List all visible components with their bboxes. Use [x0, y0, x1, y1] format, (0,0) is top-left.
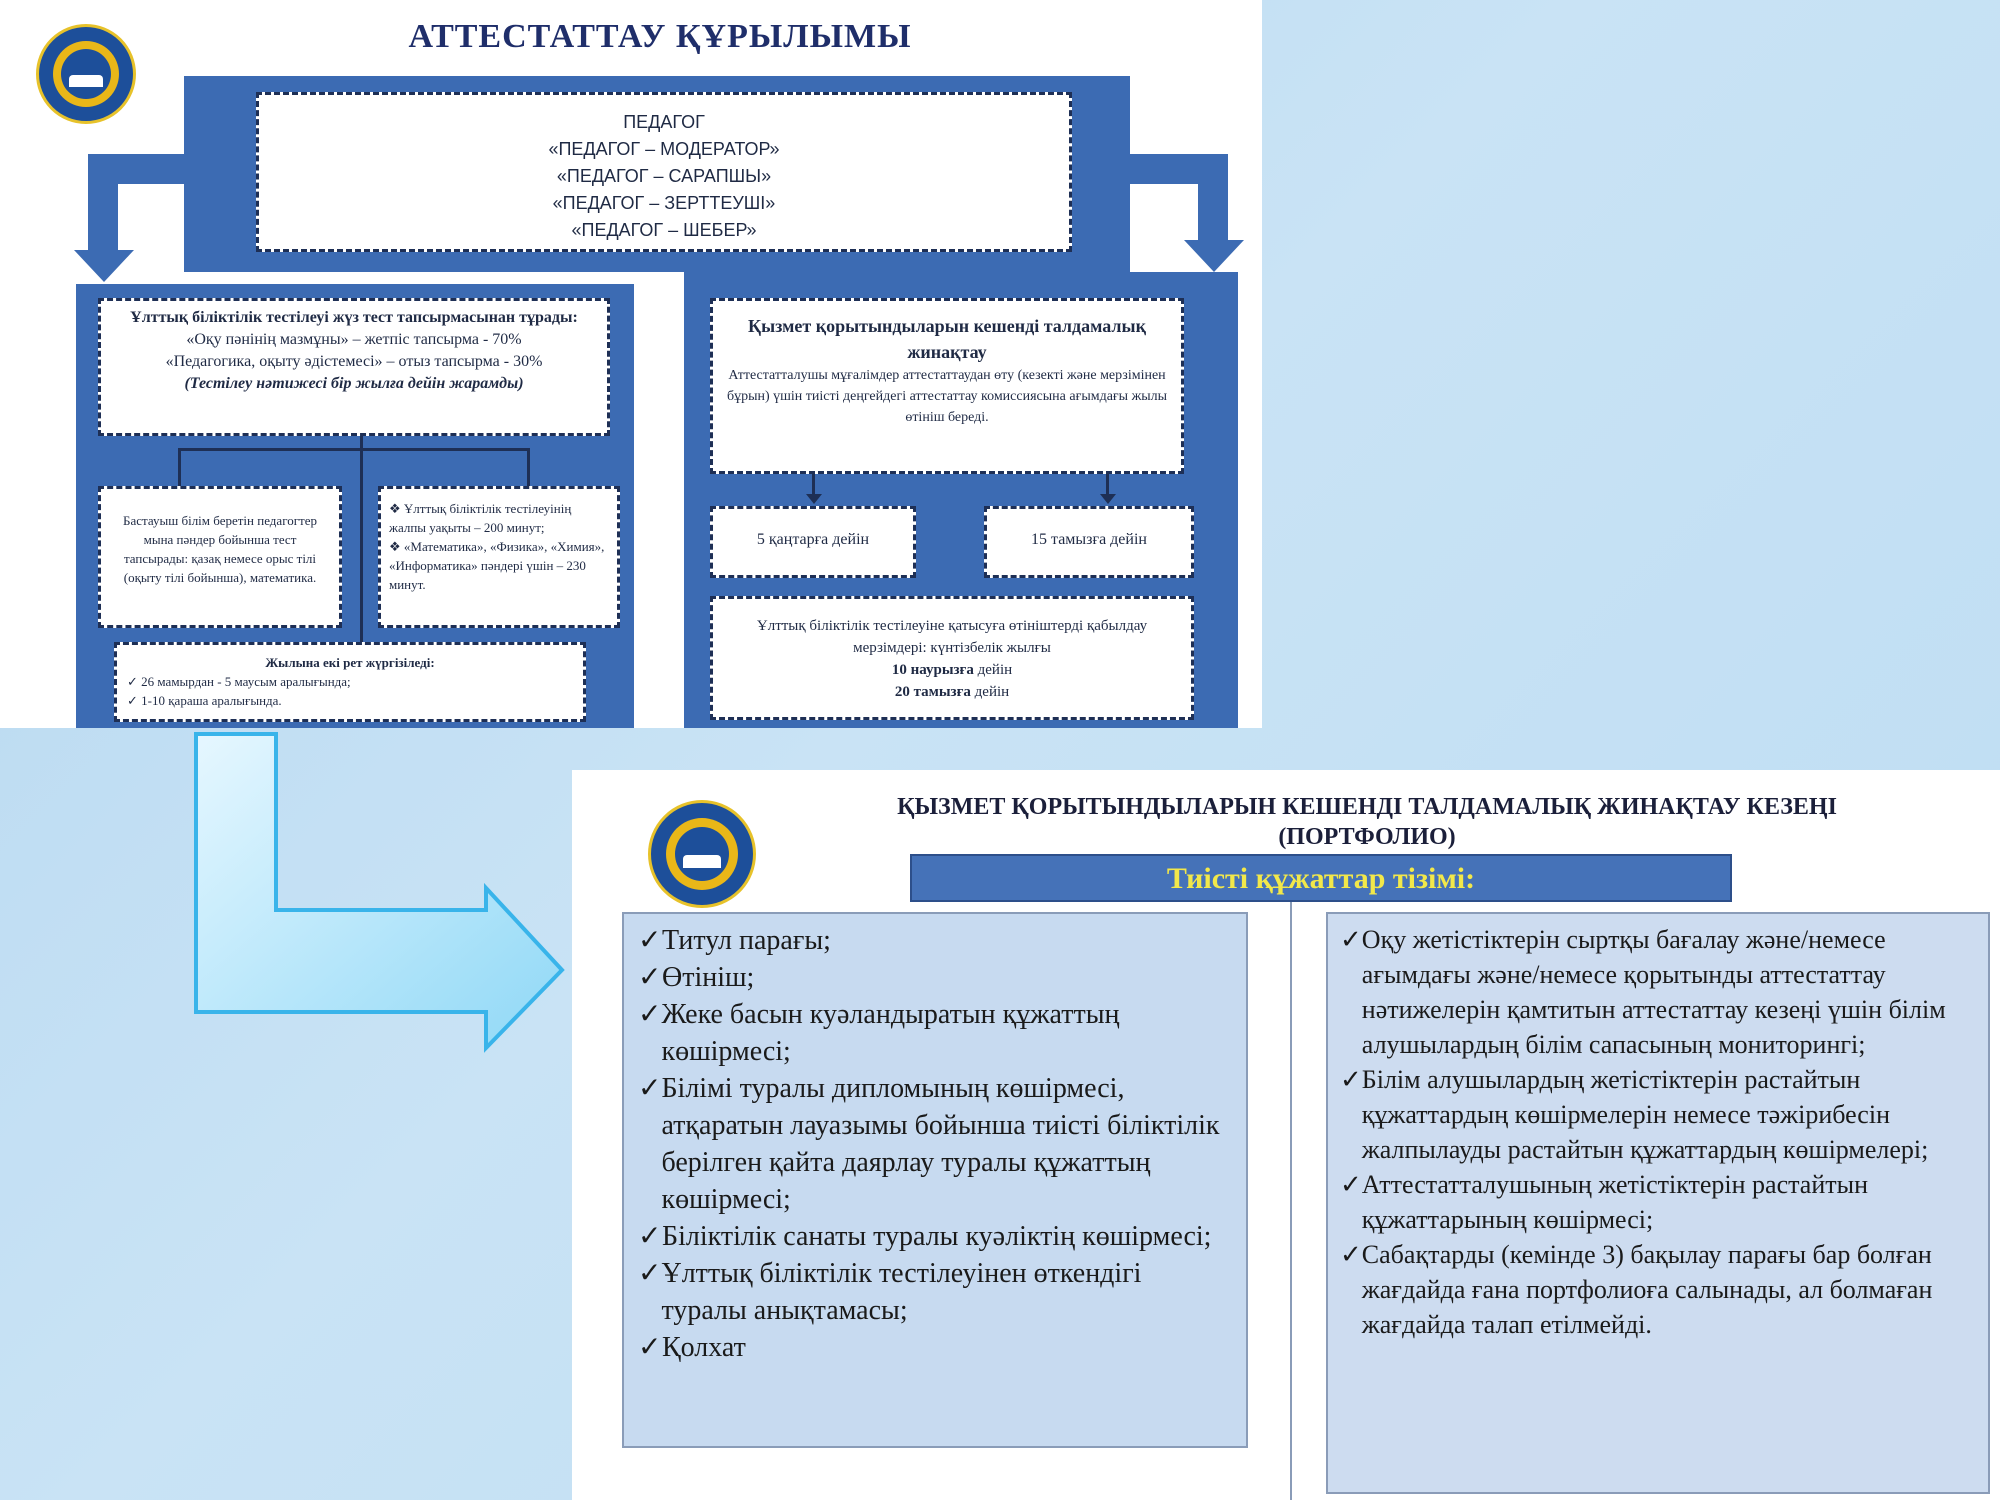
categories-box: ПЕДАГОГ «ПЕДАГОГ – МОДЕРАТОР» «ПЕДАГОГ –… — [256, 92, 1072, 252]
list-item: ✓Аттестатталушының жетістіктерін растайт… — [1340, 1167, 1976, 1237]
check-icon: ✓ — [638, 999, 662, 1030]
arrow-right-stem — [1106, 474, 1109, 496]
twice-item-1: ✓ 26 мамырдан - 5 маусым аралығында; — [127, 674, 351, 689]
l-arrow-icon — [194, 732, 565, 1053]
category-sheber: «ПЕДАГОГ – ШЕБЕР» — [571, 220, 757, 240]
right-arrow-head — [1184, 240, 1244, 272]
page-title: АТТЕСТАТТАУ ҚҰРЫЛЫМЫ — [408, 18, 912, 55]
documents-banner: Тиісті құжаттар тізімі: — [910, 854, 1732, 902]
left-documents-box: ✓Титул парағы; ✓Өтініш; ✓Жеке басын куәл… — [622, 912, 1248, 1448]
deadline-august: 15 тамызға дейін — [1031, 531, 1147, 548]
testing-line-2: «Педагогика, оқыту әдістемесі» – отыз та… — [165, 353, 543, 370]
application-deadlines-text: Ұлттық біліктілік тестілеуіне қатысуға ө… — [756, 618, 1148, 656]
connector-right-drop — [527, 448, 530, 486]
arrow-down-icon — [806, 494, 822, 504]
testing-validity: (Тестілеу нәтижесі бір жылға дейін жарам… — [184, 375, 524, 392]
analysis-title: Қызмет қорытындыларын кешенді талдамалық… — [748, 316, 1146, 362]
deadline-january: 5 қаңтарға дейін — [756, 531, 870, 548]
application-deadline-august: 20 тамызға дейін — [894, 684, 1010, 700]
test-duration-box: ❖ Ұлттық біліктілік тестілеуінің жалпы у… — [378, 486, 620, 628]
check-icon: ✓ — [638, 962, 662, 993]
left-documents-list: ✓Титул парағы; ✓Өтініш; ✓Жеке басын куәл… — [638, 922, 1232, 1366]
check-icon: ✓ — [1340, 1170, 1362, 1199]
right-documents-list: ✓Оқу жетістіктерін сыртқы бағалау және/н… — [1340, 922, 1976, 1342]
diamond-bullet-icon: ❖ — [389, 539, 404, 554]
diamond-bullet-icon: ❖ — [389, 501, 404, 516]
twice-item-2: ✓ 1-10 қараша аралығында. — [127, 693, 282, 708]
list-item: ✓Оқу жетістіктерін сыртқы бағалау және/н… — [1340, 922, 1976, 1062]
check-icon: ✓ — [127, 674, 142, 689]
check-icon: ✓ — [127, 693, 142, 708]
emblem-logo — [648, 800, 756, 908]
testing-line-1: «Оқу пәнінің мазмұны» – жетпіс тапсырма … — [186, 331, 522, 348]
list-item: ✓Қолхат — [638, 1329, 1232, 1366]
connector-left-drop — [178, 448, 181, 486]
list-item: ✓Біліктілік санаты туралы куәліктің көші… — [638, 1218, 1232, 1255]
application-deadline-march: 10 наурызға дейін — [891, 662, 1013, 678]
connector-vertical — [360, 436, 363, 644]
category-pedagog: ПЕДАГОГ — [623, 112, 705, 132]
divider-line — [1290, 902, 1292, 1500]
application-deadlines-box: Ұлттық біліктілік тестілеуіне қатысуға ө… — [710, 596, 1194, 720]
duration-item-1: ❖ Ұлттық біліктілік тестілеуінің жалпы у… — [389, 501, 572, 535]
check-icon: ✓ — [1340, 925, 1362, 954]
twice-yearly-box: Жылына екі рет жүргізіледі: ✓ 26 мамырда… — [114, 642, 586, 722]
right-arrow-shaft — [1198, 154, 1228, 244]
list-item: ✓Титул парағы; — [638, 922, 1232, 959]
right-documents-box: ✓Оқу жетістіктерін сыртқы бағалау және/н… — [1326, 912, 1990, 1494]
category-moderator: «ПЕДАГОГ – МОДЕРАТОР» — [548, 139, 780, 159]
list-item: ✓Жеке басын куәландыратын құжаттың көшір… — [638, 996, 1232, 1070]
top-slide: АТТЕСТАТТАУ ҚҰРЫЛЫМЫ ПЕДАГОГ «ПЕДАГОГ – … — [0, 0, 1262, 728]
check-icon: ✓ — [638, 1258, 662, 1289]
list-item: ✓Ұлттық біліктілік тестілеуінен өткендіг… — [638, 1255, 1232, 1329]
list-item: ✓Сабақтарды (кемінде 3) бақылау парағы б… — [1340, 1237, 1976, 1342]
deadline-august-box: 15 тамызға дейін — [984, 506, 1194, 578]
connector-horizontal — [178, 448, 530, 451]
list-item: ✓Білім алушылардың жетістіктерін растайт… — [1340, 1062, 1976, 1167]
bottom-slide: ҚЫЗМЕТ ҚОРЫТЫНДЫЛАРЫН КЕШЕНДІ ТАЛДАМАЛЫҚ… — [572, 770, 2000, 1500]
portfolio-title: ҚЫЗМЕТ ҚОРЫТЫНДЫЛАРЫН КЕШЕНДІ ТАЛДАМАЛЫҚ… — [897, 794, 1837, 850]
check-icon: ✓ — [638, 1332, 662, 1363]
left-arrow-head — [74, 250, 134, 282]
check-icon: ✓ — [638, 1221, 662, 1252]
duration-item-2: ❖ «Математика», «Физика», «Химия», «Инфо… — [389, 539, 605, 592]
list-item: ✓Білімі туралы дипломының көшірмесі, атқ… — [638, 1070, 1232, 1218]
analysis-box: Қызмет қорытындыларын кешенді талдамалық… — [710, 298, 1184, 474]
testing-box: Ұлттық біліктілік тестілеуі жүз тест тап… — [98, 298, 610, 436]
category-zertteushi: «ПЕДАГОГ – ЗЕРТТЕУШІ» — [552, 193, 776, 213]
check-icon: ✓ — [1340, 1065, 1362, 1094]
check-icon: ✓ — [1340, 1240, 1362, 1269]
documents-banner-label: Тиісті құжаттар тізімі: — [1166, 862, 1476, 895]
arrow-left-stem — [812, 474, 815, 496]
primary-subjects-text: Бастауыш білім беретін педагогтер мына п… — [123, 513, 317, 585]
left-arrow-shaft — [88, 154, 118, 254]
list-item: ✓Өтініш; — [638, 959, 1232, 996]
check-icon: ✓ — [638, 925, 662, 956]
twice-yearly-title: Жылына екі рет жүргізіледі: — [265, 655, 435, 670]
testing-title: Ұлттық біліктілік тестілеуі жүз тест тап… — [130, 309, 578, 326]
primary-subjects-box: Бастауыш білім беретін педагогтер мына п… — [98, 486, 342, 628]
check-icon: ✓ — [638, 1073, 662, 1104]
emblem-logo — [36, 24, 136, 124]
arrow-down-icon — [1100, 494, 1116, 504]
analysis-text: Аттестатталушы мұғалімдер аттестаттаудан… — [726, 368, 1168, 425]
category-sarapshy: «ПЕДАГОГ – САРАПШЫ» — [556, 166, 772, 186]
deadline-january-box: 5 қаңтарға дейін — [710, 506, 916, 578]
